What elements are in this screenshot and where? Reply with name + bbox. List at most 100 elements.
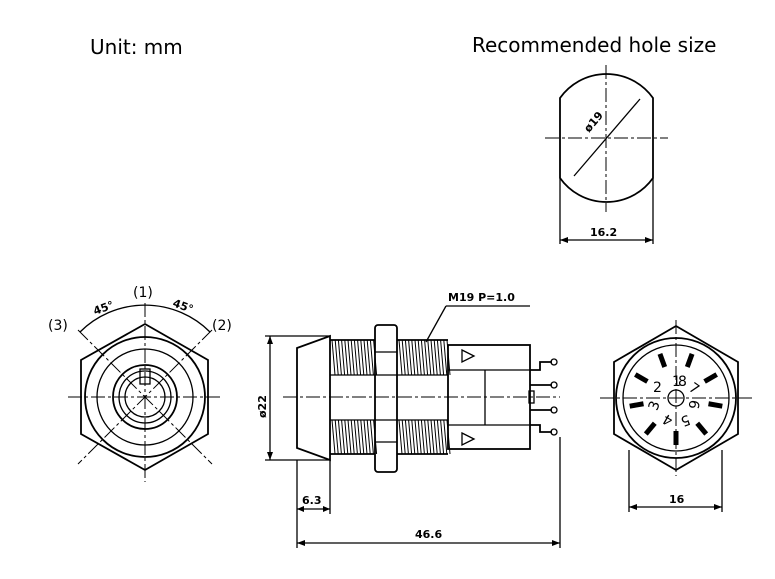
thread-tick — [360, 419, 365, 455]
front-view: (1) (2) (3) 45° 45° — [48, 285, 232, 482]
rear-terminal-blade — [708, 401, 723, 409]
rear-terminal-blade — [634, 372, 649, 384]
terminal-number-5: 5 — [678, 411, 692, 429]
thread-tick — [350, 339, 355, 376]
thread-tick — [331, 419, 336, 455]
thread-tick — [417, 339, 422, 376]
terminal-number-8: 8 — [678, 374, 687, 390]
rear-terminal-blade — [684, 352, 695, 368]
terminal-number-4: 4 — [660, 410, 676, 428]
hole-diameter-line — [573, 98, 641, 177]
side-terminal-hole-2 — [550, 381, 558, 389]
thread-tick — [436, 419, 441, 455]
thread-tick — [404, 339, 409, 376]
thread-tick — [443, 419, 448, 455]
side-diameter-label: ø22 — [256, 395, 269, 418]
side-terminal-hole-4 — [550, 428, 558, 436]
side-terminal-hole-1 — [550, 358, 558, 366]
thread-tick — [440, 339, 445, 376]
front-position-line-2 — [77, 329, 213, 465]
unit-label: Unit: mm — [90, 35, 183, 59]
angle-left-label: 45° — [92, 298, 116, 317]
thread-tick — [427, 419, 432, 455]
thread-leader — [425, 305, 447, 343]
rear-view: 1 2 3 4 5 6 7 8 16 — [600, 320, 752, 512]
thread-label: M19 P=1.0 — [448, 291, 515, 304]
thread-tick — [344, 419, 349, 455]
rear-width-label: 16 — [669, 493, 685, 506]
thread-tick — [433, 339, 438, 376]
side-flange — [296, 334, 331, 462]
thread-tick — [366, 419, 371, 455]
position-3-label: (3) — [48, 318, 68, 334]
thread-tick — [411, 419, 416, 455]
rear-terminal-blade — [695, 421, 709, 436]
terminal-number-6: 6 — [684, 399, 701, 411]
flange-label: 6.3 — [302, 494, 322, 507]
thread-tick — [430, 339, 435, 376]
terminal-number-3: 3 — [646, 399, 664, 413]
thread-tick — [436, 339, 441, 376]
thread-tick — [334, 419, 339, 455]
thread-tick — [427, 339, 432, 376]
thread-tick — [430, 419, 435, 455]
side-thread-marks — [331, 339, 451, 455]
rear-terminal-blade — [703, 372, 718, 384]
thread-tick — [363, 419, 368, 455]
thread-tick — [347, 419, 352, 455]
thread-tick — [414, 419, 419, 455]
thread-tick — [357, 339, 362, 376]
thread-tick — [420, 339, 425, 376]
thread-tick — [408, 339, 413, 376]
rear-terminal-group — [629, 352, 723, 445]
side-view: M19 P=1.0 ø22 6.3 46.6 — [256, 291, 561, 548]
thread-tick — [331, 339, 336, 376]
thread-tick — [404, 419, 409, 455]
rear-terminal-blade — [657, 352, 668, 368]
thread-tick — [440, 419, 445, 455]
terminal-number-7: 7 — [686, 380, 702, 398]
hole-width-label: 16.2 — [590, 226, 617, 239]
thread-tick — [443, 339, 448, 376]
hole-view: ø19 16.2 — [545, 65, 668, 244]
thread-tick — [334, 339, 339, 376]
thread-tick — [424, 339, 429, 376]
thread-tick — [337, 419, 342, 455]
rear-terminal-blade — [643, 421, 657, 436]
side-terminal-clip — [528, 390, 535, 404]
side-triangle-mark-bottom — [461, 431, 476, 447]
hole-size-title: Recommended hole size — [472, 33, 716, 57]
rear-terminal-blade — [629, 401, 644, 409]
thread-tick — [417, 419, 422, 455]
flange-arrows — [297, 506, 330, 512]
thread-tick — [398, 339, 403, 376]
thread-tick — [347, 339, 352, 376]
side-hex-nut — [374, 324, 398, 473]
hole-diameter-label: ø19 — [581, 109, 606, 135]
thread-tick — [414, 339, 419, 376]
length-label: 46.6 — [415, 528, 442, 541]
thread-tick — [369, 339, 374, 376]
thread-tick — [353, 419, 358, 455]
side-terminal-hole-3 — [550, 406, 558, 414]
side-terminal-4 — [530, 424, 552, 433]
side-terminal-1 — [530, 361, 552, 371]
thread-tick — [398, 419, 403, 455]
position-2-label: (2) — [212, 318, 232, 334]
thread-tick — [341, 339, 346, 376]
thread-tick — [360, 339, 365, 376]
thread-tick — [411, 339, 416, 376]
thread-tick — [353, 339, 358, 376]
rear-terminal-blade — [673, 431, 679, 445]
thread-tick — [363, 339, 368, 376]
thread-tick — [420, 419, 425, 455]
thread-tick — [341, 419, 346, 455]
thread-tick — [424, 419, 429, 455]
thread-tick — [366, 339, 371, 376]
thread-tick — [369, 419, 374, 455]
thread-tick — [350, 419, 355, 455]
position-1-label: (1) — [133, 285, 153, 301]
front-angle-arc — [79, 304, 211, 333]
thread-tick — [433, 419, 438, 455]
